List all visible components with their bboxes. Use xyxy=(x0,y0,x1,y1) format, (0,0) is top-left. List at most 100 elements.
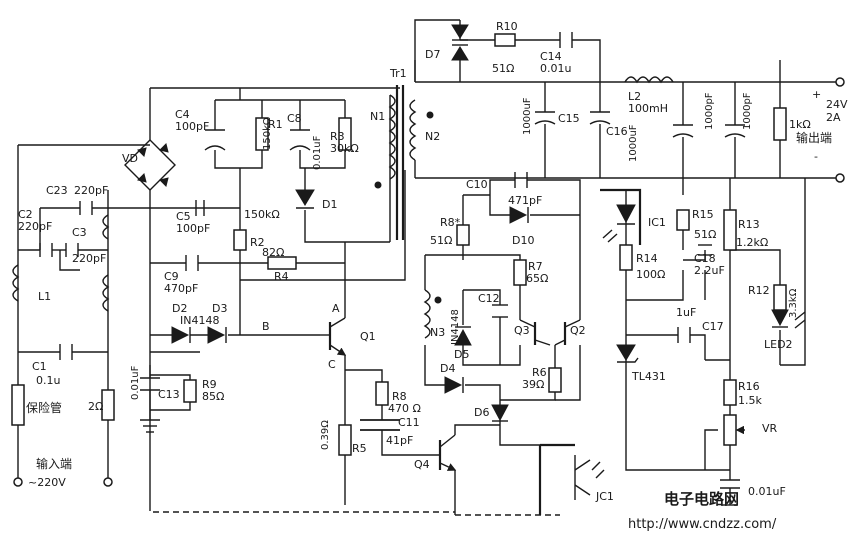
label-fuse: 保险管 xyxy=(26,400,62,415)
label-c8-value: 0.01uF xyxy=(312,135,323,170)
capacitor-001uf xyxy=(720,479,740,506)
label-r039: 0.39Ω xyxy=(320,420,331,450)
label-plus: + xyxy=(812,88,821,101)
capacitor-c4 xyxy=(204,129,226,151)
label-r15-value: 51Ω xyxy=(694,228,716,241)
label-c9: C9 xyxy=(164,270,179,283)
diode-d6 xyxy=(491,404,509,422)
label-r5: R5 xyxy=(352,442,367,455)
capacitor-c13 xyxy=(140,377,160,391)
diode-d2 xyxy=(171,326,191,344)
label-q1: Q1 xyxy=(360,330,376,343)
transistor-q2 xyxy=(554,319,581,346)
label-c23-value: 220pF xyxy=(74,184,108,197)
label-c16-value: 1000uF xyxy=(628,124,639,162)
capacitor-c17 xyxy=(677,327,691,343)
label-r1: R1 xyxy=(268,118,283,131)
label-c14: C14 xyxy=(540,50,562,63)
label-cout2: 1000pF xyxy=(742,92,753,130)
resistor-r15 xyxy=(676,209,690,231)
label-r9: R9 xyxy=(202,378,217,391)
capacitor-c1 xyxy=(59,344,73,360)
inductor-l2 xyxy=(624,76,674,84)
input-terminal-right xyxy=(103,477,113,487)
label-c23: C23 xyxy=(46,184,68,197)
label-c4-value: 100pF xyxy=(175,120,209,133)
capacitor-c16 xyxy=(589,111,611,125)
label-r12: R12 xyxy=(748,284,770,297)
label-r3-value: 30kΩ xyxy=(330,142,359,155)
label-c15-value: 1000uF xyxy=(522,97,533,135)
resistor-r7 xyxy=(513,259,527,286)
capacitor-out1 xyxy=(672,124,694,138)
label-r8s-value: 51Ω xyxy=(430,234,452,247)
label-r150k: 150kΩ xyxy=(244,208,280,221)
label-c13-value: 0.01uF xyxy=(130,365,141,400)
label-c10-value: 471pF xyxy=(508,194,542,207)
label-d3: D3 xyxy=(212,302,227,315)
label-led2: LED2 xyxy=(764,338,793,351)
transistor-q3 xyxy=(519,319,551,346)
label-c16: C16 xyxy=(606,125,628,138)
label-b: B xyxy=(262,320,270,333)
label-r8s: R8* xyxy=(440,216,461,229)
label-c18-value: 2.2uF xyxy=(694,264,725,277)
label-c18: C18 xyxy=(694,252,716,265)
label-jc1: JC1 xyxy=(595,490,614,503)
capacitor-c11 xyxy=(360,419,400,431)
label-r3: R3 xyxy=(330,130,345,143)
label-minus: - xyxy=(814,150,818,163)
led-led2 xyxy=(771,309,806,329)
label-q3: Q3 xyxy=(514,324,530,337)
capacitor-c14 xyxy=(559,32,573,48)
capacitor-c18 xyxy=(698,244,712,256)
label-r1-value: 150kΩ xyxy=(262,117,273,150)
label-c17-value: 1uF xyxy=(676,306,696,319)
label-a: A xyxy=(332,302,340,315)
label-d2: D2 xyxy=(172,302,187,315)
label-r82: 82Ω xyxy=(262,246,284,259)
label-l2-value: 100mH xyxy=(628,102,668,115)
diode-d4 xyxy=(444,376,464,394)
label-r14-value: 100Ω xyxy=(636,268,665,281)
label-d10: D10 xyxy=(512,234,534,247)
label-q2: Q2 xyxy=(570,324,586,337)
capacitor-c15 xyxy=(534,111,556,125)
label-c2: C2 xyxy=(18,208,33,221)
bridge-rectifier-vd xyxy=(124,139,176,191)
inductor-l1-left xyxy=(12,264,20,302)
resistor-r10 xyxy=(494,33,516,47)
label-r16-value: 1.5k xyxy=(738,394,762,407)
resistor-r16 xyxy=(723,379,737,406)
resistor-r8 xyxy=(375,381,389,406)
component-labels: C4 100pF R1 150kΩ C8 0.01uF R3 30kΩ D1 T… xyxy=(18,20,848,503)
label-out-voltage: 24V xyxy=(826,98,848,111)
label-r2ohm: 2Ω xyxy=(88,400,103,413)
label-vr: VR xyxy=(762,422,778,435)
label-c: C xyxy=(328,358,336,371)
label-r6: R6 xyxy=(532,366,547,379)
output-terminal-minus xyxy=(835,173,845,183)
capacitor-c10 xyxy=(514,172,528,188)
transformer-n3 xyxy=(423,289,442,339)
potentiometer-vr xyxy=(723,414,745,446)
diode-d1 xyxy=(295,189,315,209)
label-c2-value: 220pF xyxy=(18,220,52,233)
label-c5: C5 xyxy=(176,210,191,223)
diode-d3 xyxy=(207,326,227,344)
label-tr1: Tr1 xyxy=(389,67,407,80)
label-r10-value: 51Ω xyxy=(492,62,514,75)
label-c14-value: 0.01u xyxy=(540,62,571,75)
capacitor-c9 xyxy=(185,255,199,271)
resistor-fuse xyxy=(11,384,25,426)
label-r7: R7 xyxy=(528,260,543,273)
label-c11-value: 41pF xyxy=(386,434,413,447)
label-c5-value: 100pF xyxy=(176,222,210,235)
label-r10: R10 xyxy=(496,20,518,33)
label-d6: D6 xyxy=(474,406,489,419)
resistor-r2 xyxy=(233,229,247,251)
watermark: 电子电路网 http://www.cndzz.com/ xyxy=(628,490,777,532)
label-c15: C15 xyxy=(558,112,580,125)
resistor-r4 xyxy=(267,256,297,270)
